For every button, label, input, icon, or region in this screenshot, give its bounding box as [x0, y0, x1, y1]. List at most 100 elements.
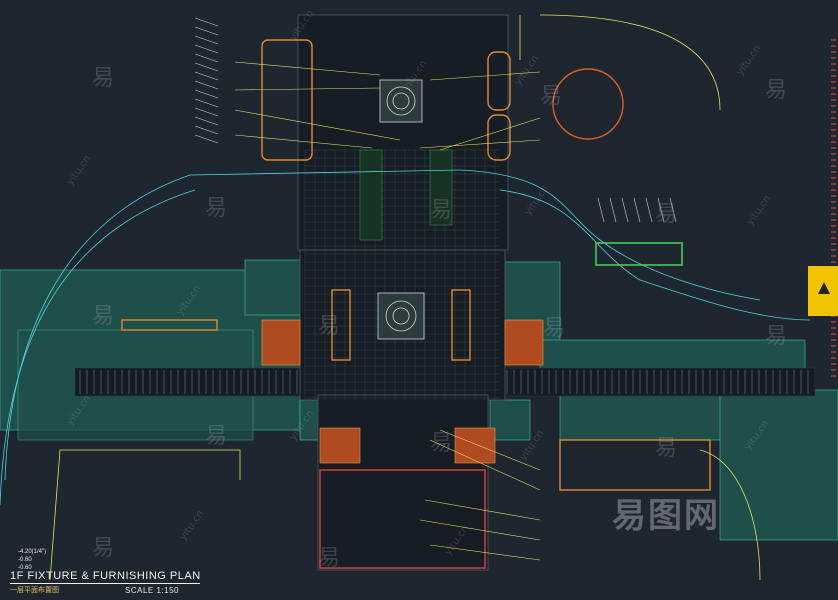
parking-stripe [194, 134, 219, 144]
watermark-glyph: 易 [540, 84, 563, 109]
leader-line [234, 109, 401, 141]
leader-line [429, 439, 541, 491]
kiosk-east-top [487, 51, 511, 111]
leader-line [439, 117, 541, 151]
boundary-se [699, 449, 761, 581]
leader-line [424, 499, 541, 521]
watermark-glyph: 易 [765, 78, 788, 103]
parking-stripe [194, 71, 219, 81]
hatch-zone-south-east [489, 399, 531, 441]
watermark-glyph: 易 [205, 196, 228, 221]
hatch-zone-east-corner [719, 389, 838, 541]
parking-stripe [194, 116, 219, 126]
parking-stripe [194, 80, 219, 90]
leader-line [234, 61, 381, 76]
leader-line [419, 519, 541, 541]
yellow-outlines [49, 14, 761, 581]
loading-bay [595, 242, 683, 266]
leader-line [439, 429, 541, 471]
parking-stripes [194, 17, 677, 223]
planters [359, 149, 453, 241]
booth-east [504, 319, 544, 366]
parking-stripe [633, 197, 641, 223]
watermark-glyph: 易 [430, 198, 453, 223]
feature-patterns [377, 79, 425, 340]
watermark-glyph: 易 [92, 536, 115, 561]
leader-line [429, 544, 541, 561]
watermark-glyph: 易 [765, 324, 788, 349]
watermark-glyph: 易 [430, 431, 453, 456]
bench-west [121, 319, 218, 331]
watermark-glyph: 易 [92, 66, 115, 91]
title-underline [10, 583, 200, 584]
road-curve-west [4, 169, 461, 481]
leader-line [234, 134, 373, 149]
road-curve-west-inner [0, 189, 196, 506]
road-curve-east-inner [499, 189, 811, 321]
planter-west [359, 149, 383, 241]
parking-stripe [194, 35, 219, 45]
leader-line [234, 87, 381, 91]
central-core [297, 14, 509, 571]
hatch-zone-west-entry [244, 259, 306, 316]
roundabout [552, 68, 624, 140]
leader-line [419, 139, 541, 149]
watermark-glyph: 易 [205, 424, 228, 449]
parking-stripe [597, 197, 605, 223]
boundary-sw [49, 449, 241, 581]
east-edge-markers [831, 39, 836, 377]
leader-lines [234, 61, 541, 561]
parking-stripe [194, 17, 219, 27]
south-hall [317, 394, 489, 571]
parking-stripe [645, 197, 653, 223]
planter-east [429, 149, 453, 226]
booth-south-east [454, 427, 496, 464]
north-plaza [297, 14, 509, 251]
lobby-medallion [377, 292, 425, 340]
watermark-glyph: 易 [92, 304, 115, 329]
parking-stripe [657, 197, 665, 223]
kiosk-west [261, 39, 313, 161]
watermark-glyph: 易 [318, 546, 341, 571]
booth-south-west [319, 427, 361, 464]
kiosk-east-bottom [487, 114, 511, 161]
parking-stripe [194, 125, 219, 135]
elevation-label: -4.20(1/4") [18, 549, 47, 555]
road-curve-east [459, 169, 761, 301]
boundary-ne [519, 14, 721, 111]
parking-stripe [609, 197, 617, 223]
drawing-scale: SCALE 1:150 [125, 586, 179, 595]
parking-stripe [669, 197, 677, 223]
shop-block-east [559, 439, 711, 491]
booths [261, 319, 544, 464]
drawing-title: 1F FIXTURE & FURNISHING PLAN [10, 570, 201, 582]
booth-west [261, 319, 301, 366]
parking-stripe [194, 107, 219, 117]
elevation-label: -0.60 [18, 557, 32, 563]
watermark-glyph: 易 [655, 202, 678, 227]
north-rosette [386, 86, 416, 116]
watermark-glyph: 易 [318, 314, 341, 339]
counter-east [451, 289, 471, 361]
parking-stripe [194, 53, 219, 63]
drawing-title-block: 1F FIXTURE & FURNISHING PLAN 一层平面布置图 [10, 570, 200, 595]
watermark-glyph: 易 [543, 316, 566, 341]
parking-stripe [194, 98, 219, 108]
south-hall-stage [319, 469, 486, 569]
road-lines [0, 169, 811, 506]
elevation-label: -0.60 [18, 565, 32, 571]
watermark-brand: 易图网 [612, 496, 720, 536]
lobby-rosette [385, 300, 417, 332]
watermark-glyph: 易 [655, 436, 678, 461]
parking-stripe [194, 44, 219, 54]
parking-stripe [194, 89, 219, 99]
parking-stripe [194, 62, 219, 72]
leader-line [429, 71, 541, 81]
orange-furniture [121, 39, 711, 569]
parking-stripe [194, 26, 219, 36]
counter-west [331, 289, 351, 361]
parking-stripe [621, 197, 629, 223]
north-arrow-icon [808, 266, 838, 316]
